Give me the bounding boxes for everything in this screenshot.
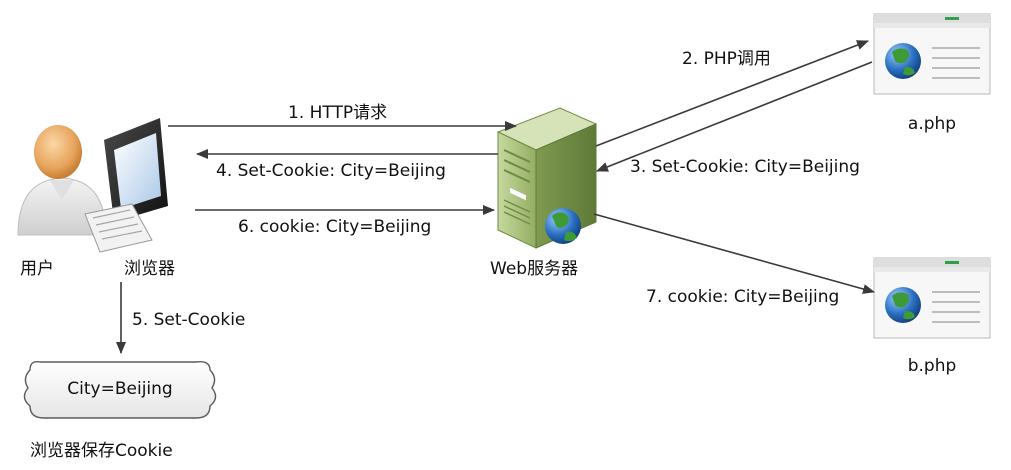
- arrow-step3: [596, 61, 873, 172]
- browser-label: 浏览器: [124, 259, 175, 279]
- step7-label: 7. cookie: City=Beijing: [646, 287, 839, 307]
- step1-label: 1. HTTP请求: [288, 103, 387, 123]
- cookie-store-shape: [23, 360, 217, 419]
- server-label: Web服务器: [490, 259, 578, 279]
- arrow-step2: [595, 40, 869, 147]
- arrow-step7: [593, 213, 875, 294]
- a-php-label: a.php: [908, 114, 956, 134]
- user-icon: [17, 125, 107, 236]
- step2-label: 2. PHP调用: [682, 49, 771, 69]
- step4-label: 4. Set-Cookie: City=Beijing: [216, 161, 446, 181]
- user-label: 用户: [20, 259, 54, 279]
- globe-icon: [545, 208, 581, 244]
- step6-label: 6. cookie: City=Beijing: [238, 217, 431, 237]
- monitor-icon[interactable]: [84, 118, 168, 253]
- cookie-store-value: City=Beijing: [67, 379, 172, 399]
- step5-label: 5. Set-Cookie: [132, 310, 245, 330]
- b-php-label: b.php: [908, 356, 957, 376]
- cookie-store-label: 浏览器保存Cookie: [30, 441, 173, 461]
- web-page-icon-b[interactable]: [873, 257, 991, 339]
- web-page-icon-a[interactable]: [873, 13, 991, 95]
- step3-label: 3. Set-Cookie: City=Beijing: [630, 157, 860, 177]
